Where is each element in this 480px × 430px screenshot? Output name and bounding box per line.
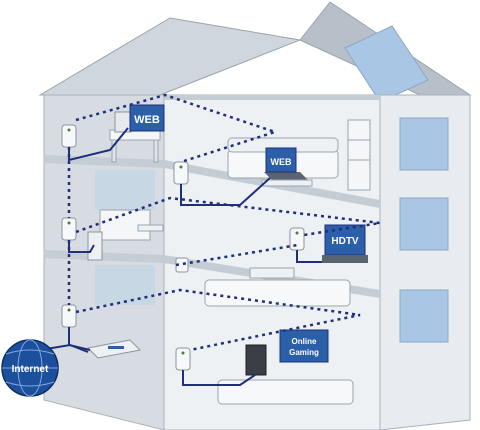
left-window-1	[95, 170, 155, 210]
office-desk-top	[109, 111, 161, 163]
floor-top	[44, 155, 380, 208]
tv-hdtv: HDTV	[322, 224, 368, 263]
laptop-web: WEB	[264, 147, 308, 180]
gaming-label: Gaming	[289, 348, 319, 357]
tv-gaming: Online Gaming	[279, 329, 329, 363]
floor-mid	[44, 250, 380, 298]
adapter-bottom-right	[175, 347, 191, 371]
web-label-top: WEB	[134, 114, 160, 126]
adapter-mid-right	[289, 227, 305, 251]
internet-globe-icon: Internet	[1, 339, 59, 397]
skylight	[344, 25, 429, 103]
powerline-links	[67, 93, 381, 352]
online-label: Online	[292, 337, 317, 346]
dsl-router	[86, 339, 142, 359]
side-window-1	[399, 117, 449, 171]
sofa-bottom	[217, 379, 354, 405]
adapter-mid-left	[61, 217, 77, 241]
adapter-bottom-left	[61, 304, 77, 328]
left-window-2	[95, 265, 155, 305]
router-mid	[87, 231, 103, 261]
monitor-web-top: WEB	[129, 104, 165, 132]
hdtv-label: HDTV	[331, 236, 359, 247]
shelf-top	[347, 119, 371, 191]
game-console	[245, 344, 267, 376]
floor-top-right	[164, 95, 380, 100]
coffee-table-top	[261, 179, 313, 187]
web-label-mid: WEB	[271, 157, 292, 167]
side-window-2	[399, 197, 449, 251]
internet-label: Internet	[12, 364, 49, 375]
adapter-top-left	[61, 124, 77, 148]
roof-left	[38, 17, 302, 96]
solid-cables	[39, 127, 322, 386]
adapter-top-right	[173, 161, 189, 185]
side-window-3	[399, 289, 449, 343]
